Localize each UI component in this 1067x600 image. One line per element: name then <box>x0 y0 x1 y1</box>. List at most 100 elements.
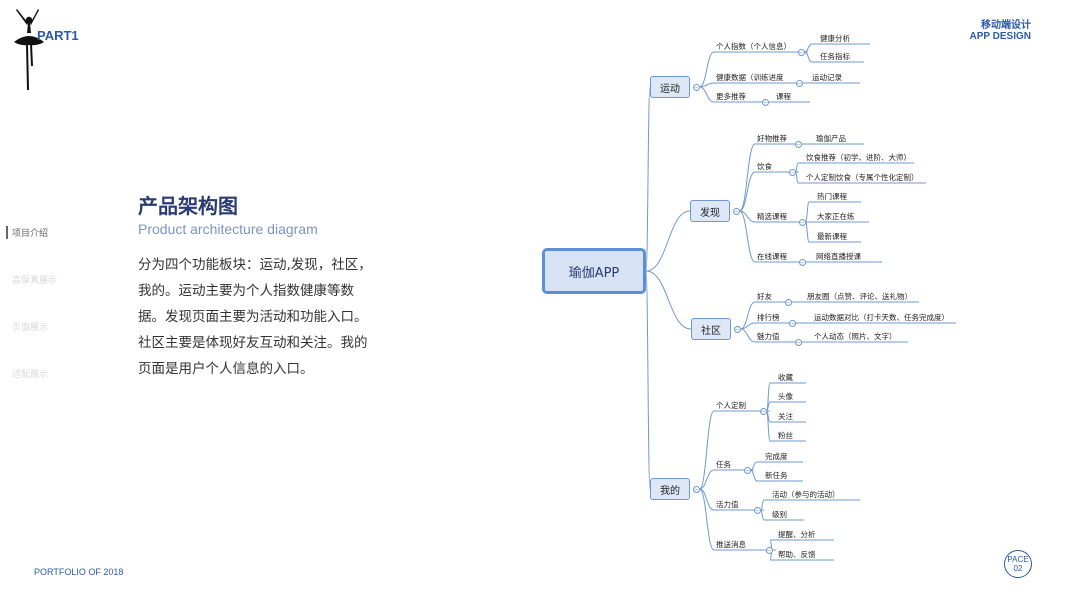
mindmap-node: 健康数据（训练进度 <box>716 73 784 82</box>
mindmap-leaf: 关注 <box>778 412 793 421</box>
mindmap-leaf: 任务指标 <box>820 52 850 61</box>
mindmap-branch-0: 运动 <box>650 76 690 98</box>
collapse-toggle-icon[interactable]: − <box>765 546 773 554</box>
collapse-toggle-icon[interactable]: − <box>743 466 751 474</box>
section-title: 移动端设计 APP DESIGN <box>970 20 1032 42</box>
page-subtitle: Product architecture diagram <box>138 221 318 237</box>
nav-item-hifi[interactable]: 高保真展示 <box>12 276 58 286</box>
mindmap-connector <box>699 86 715 103</box>
collapse-toggle-icon[interactable]: − <box>692 83 700 91</box>
mindmap-connector <box>760 509 765 521</box>
collapse-toggle-icon[interactable]: − <box>732 207 740 215</box>
mindmap-leaf: 朋友圈（点赞、评论、送礼物） <box>807 292 912 301</box>
mindmap-leaf: 最新课程 <box>817 232 847 241</box>
mindmap-root: 瑜伽APP <box>542 248 646 294</box>
mindmap-branch-2: 社区 <box>691 318 731 340</box>
mindmap-connector <box>760 499 765 511</box>
portfolio-label: PORTFOLIO OF 2018 <box>34 567 124 577</box>
mindmap-connector <box>699 410 715 490</box>
mindmap-leaf: 大家正在练 <box>817 212 855 221</box>
collapse-toggle-icon[interactable]: − <box>794 140 802 148</box>
mindmap-connector <box>740 328 756 343</box>
mindmap-connector <box>699 488 715 551</box>
nav-item-adapt[interactable]: 适配展示 <box>12 370 49 380</box>
collapse-toggle-icon[interactable]: − <box>794 338 802 346</box>
collapse-toggle-icon[interactable]: − <box>753 506 761 514</box>
collapse-toggle-icon[interactable]: − <box>797 48 805 56</box>
page-title: 产品架构图 <box>138 194 238 218</box>
mindmap-connector <box>699 51 715 88</box>
mindmap-branch-3: 我的 <box>650 478 690 500</box>
ballerina-logo <box>14 9 44 90</box>
mindmap-leaf: 课程 <box>776 92 791 101</box>
nav-item-pages[interactable]: 页面展示 <box>12 323 49 333</box>
mindmap-leaf: 饮食推荐（初学、进阶、大师） <box>806 153 911 162</box>
section-title-en: APP DESIGN <box>969 31 1032 42</box>
mindmap-leaf: 帮助、反馈 <box>778 550 816 559</box>
collapse-toggle-icon[interactable]: − <box>784 298 792 306</box>
mindmap-node: 任务 <box>716 460 731 469</box>
mindmap-leaf: 网络直播授课 <box>816 252 861 261</box>
mindmap-leaf: 粉丝 <box>778 431 793 440</box>
mindmap-connector <box>804 43 813 53</box>
mindmap-connector <box>699 469 715 490</box>
mindmap-leaf: 完成度 <box>765 452 788 461</box>
mindmap-connector <box>795 171 799 184</box>
mindmap-connector <box>645 210 691 272</box>
mindmap-connector <box>739 210 756 263</box>
mindmap-leaf: 收藏 <box>778 373 793 382</box>
collapse-toggle-icon[interactable]: − <box>788 319 796 327</box>
mindmap-leaf: 活动（参与的活动） <box>772 490 840 499</box>
mindmap-leaf: 个人动态（照片、文字） <box>814 332 897 341</box>
collapse-toggle-icon[interactable]: − <box>761 98 769 106</box>
mindmap-node: 在线课程 <box>757 252 787 261</box>
mindmap-node: 推送消息 <box>716 540 746 549</box>
mindmap-node: 好友 <box>757 292 772 301</box>
nav-item-project-intro[interactable]: 项目介绍 <box>6 226 48 239</box>
section-title-cn: 移动端设计 <box>981 20 1031 31</box>
collapse-toggle-icon[interactable]: − <box>798 258 806 266</box>
mindmap-node: 排行榜 <box>757 313 780 322</box>
mindmap-node: 魅力值 <box>757 332 780 341</box>
mindmap-leaf: 级别 <box>772 510 787 519</box>
mindmap-node: 好物推荐 <box>757 134 787 143</box>
mindmap-leaf: 头像 <box>778 392 793 401</box>
mindmap-leaf: 健康分析 <box>820 34 850 43</box>
collapse-toggle-icon[interactable]: − <box>733 325 741 333</box>
mindmap-leaf: 运动数据对比（打卡天数、任务完成度） <box>814 313 949 322</box>
mindmap-leaf: 提醒、分析 <box>778 530 816 539</box>
mindmap-connector <box>645 270 651 490</box>
mindmap-node: 精选课程 <box>757 212 787 221</box>
mindmap-connector <box>805 201 810 223</box>
page-description: 分为四个功能板块：运动,发现，社区，我的。运动主要为个人指数健康等数据。发现页面… <box>138 257 372 377</box>
mindmap-connector <box>795 162 799 173</box>
mindmap-connector <box>645 86 651 272</box>
mindmap-connector <box>739 171 756 212</box>
collapse-toggle-icon[interactable]: − <box>692 485 700 493</box>
mindmap-leaf: 运动记录 <box>812 73 842 82</box>
mindmap-connector <box>750 461 758 471</box>
mindmap-node: 饮食 <box>757 162 772 171</box>
mindmap-connector <box>740 301 756 330</box>
mindmap-connector <box>766 410 771 442</box>
mindmap-leaf: 新任务 <box>765 471 788 480</box>
collapse-toggle-icon[interactable]: − <box>788 168 796 176</box>
collapse-toggle-icon[interactable]: − <box>759 407 767 415</box>
mindmap-connector <box>750 469 758 482</box>
mindmap-node: 活力值 <box>716 500 739 509</box>
mindmap-node: 个人指数（个人信息） <box>716 42 791 51</box>
page-badge-label: PACE <box>1007 555 1029 564</box>
mindmap-node: 更多推荐 <box>716 92 746 101</box>
page-badge: PACE 02 <box>1004 550 1032 578</box>
mindmap-branch-1: 发现 <box>690 200 730 222</box>
part-label: PART1 <box>37 28 79 43</box>
mindmap-leaf: 热门课程 <box>817 192 847 201</box>
mindmap-connector <box>805 221 810 243</box>
page-badge-number: 02 <box>1013 564 1023 573</box>
mindmap-connector <box>645 270 692 330</box>
collapse-toggle-icon[interactable]: − <box>795 79 803 87</box>
collapse-toggle-icon[interactable]: − <box>798 218 806 226</box>
mindmap-leaf: 瑜伽产品 <box>816 134 846 143</box>
mindmap-connector <box>739 143 756 212</box>
mindmap-connector <box>804 51 813 63</box>
